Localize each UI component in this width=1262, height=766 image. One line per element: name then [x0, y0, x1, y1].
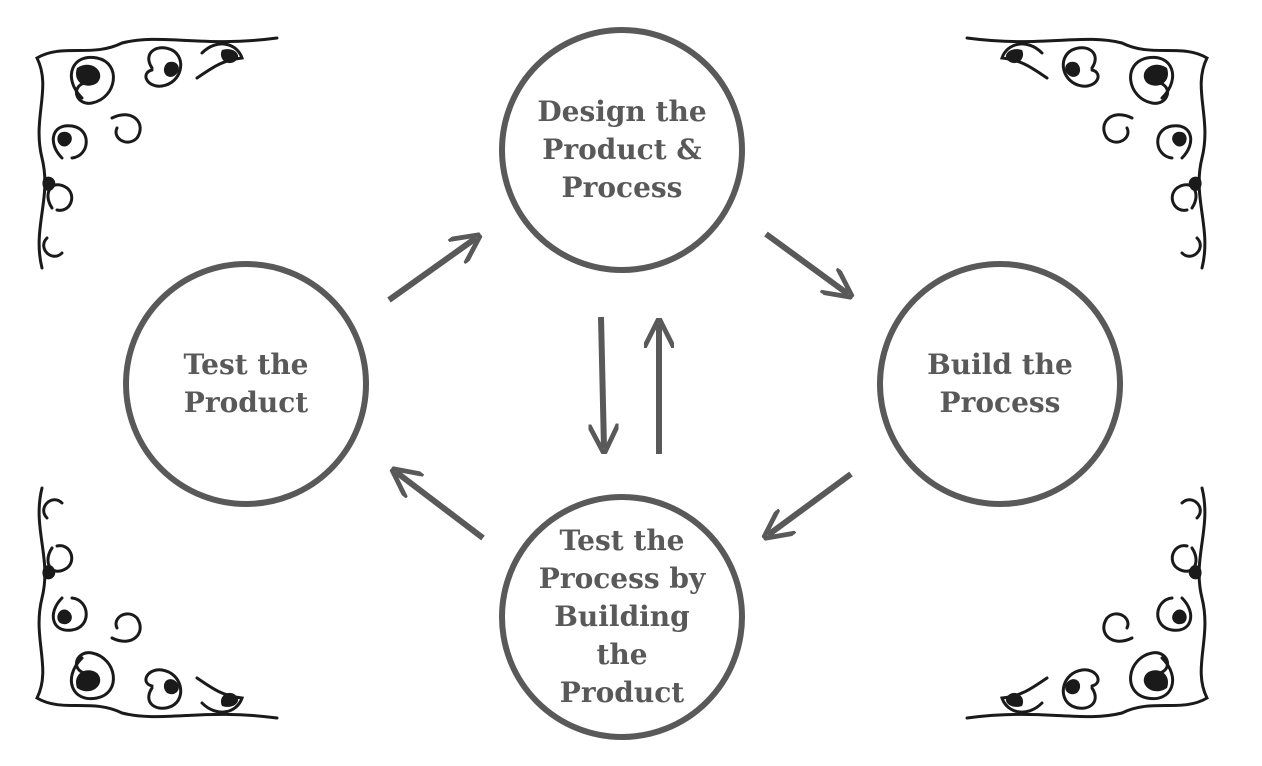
node-label-build: Build the Process — [927, 348, 1073, 419]
arrow-test-process-to-test-product — [396, 472, 485, 541]
node-circle-test-product — [123, 261, 369, 507]
node-circle-test-process — [499, 494, 745, 740]
scroll-ornament-bottom-right — [965, 486, 1209, 720]
node-label-test-process: Test the Process by Building the Product — [538, 524, 706, 709]
node-circle-design — [499, 27, 745, 273]
node-circle-build — [877, 261, 1123, 507]
arrow-test-product-to-design — [387, 238, 476, 303]
scroll-ornament-top-right — [965, 36, 1209, 270]
node-label-design: Design the Product & Process — [537, 95, 707, 204]
arrow-design-to-build — [764, 231, 848, 294]
node-label-test-product: Test the Product — [183, 348, 309, 419]
arrow-design-to-test-process — [601, 316, 604, 448]
scroll-ornament-top-left — [35, 36, 279, 270]
scroll-ornament-bottom-left — [35, 486, 279, 720]
arrow-build-to-test-process — [768, 471, 853, 535]
